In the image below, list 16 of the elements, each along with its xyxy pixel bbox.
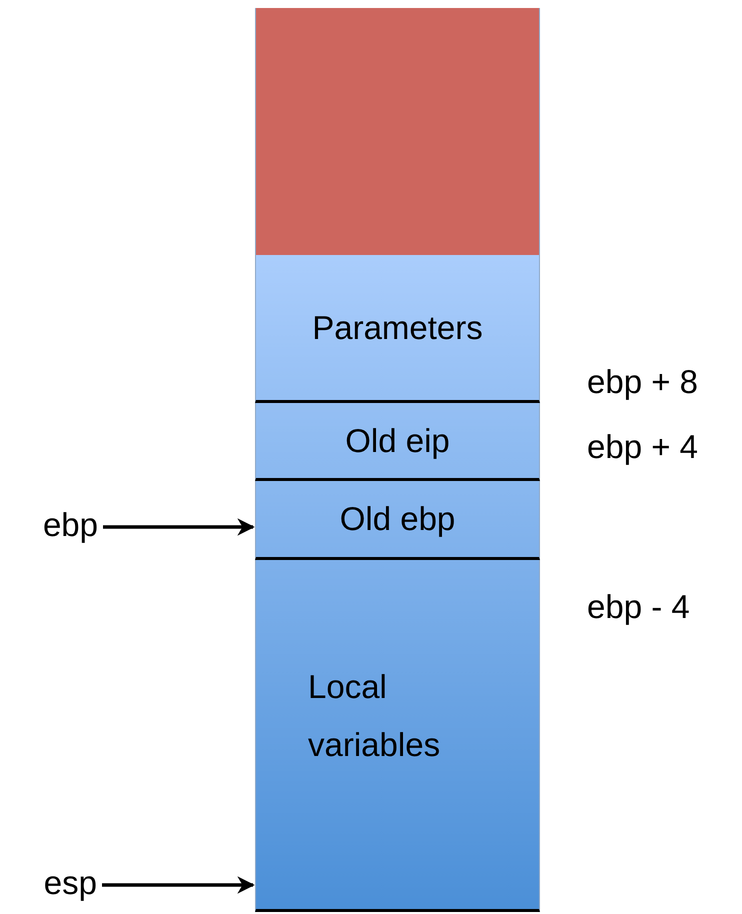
- register-label: esp: [42, 863, 97, 903]
- slot-label: Old ebp: [338, 499, 456, 539]
- stack-frame-slot: [255, 560, 540, 912]
- slot-label: Parameters: [311, 308, 484, 348]
- slot-label: Local variables: [308, 667, 442, 765]
- stack-frame-slot: [255, 481, 540, 560]
- register-label: ebp: [42, 505, 98, 545]
- stack-frame-slot: [255, 255, 540, 403]
- offset-label: ebp + 8: [587, 362, 698, 402]
- stack-region-block: [255, 8, 540, 255]
- offset-label: ebp - 4: [587, 587, 690, 627]
- stack-frame-slot: [255, 403, 540, 481]
- arrow: [103, 518, 255, 536]
- arrow: [102, 876, 255, 894]
- slot-label: Old eip: [344, 420, 451, 460]
- offset-label: ebp + 4: [587, 427, 698, 467]
